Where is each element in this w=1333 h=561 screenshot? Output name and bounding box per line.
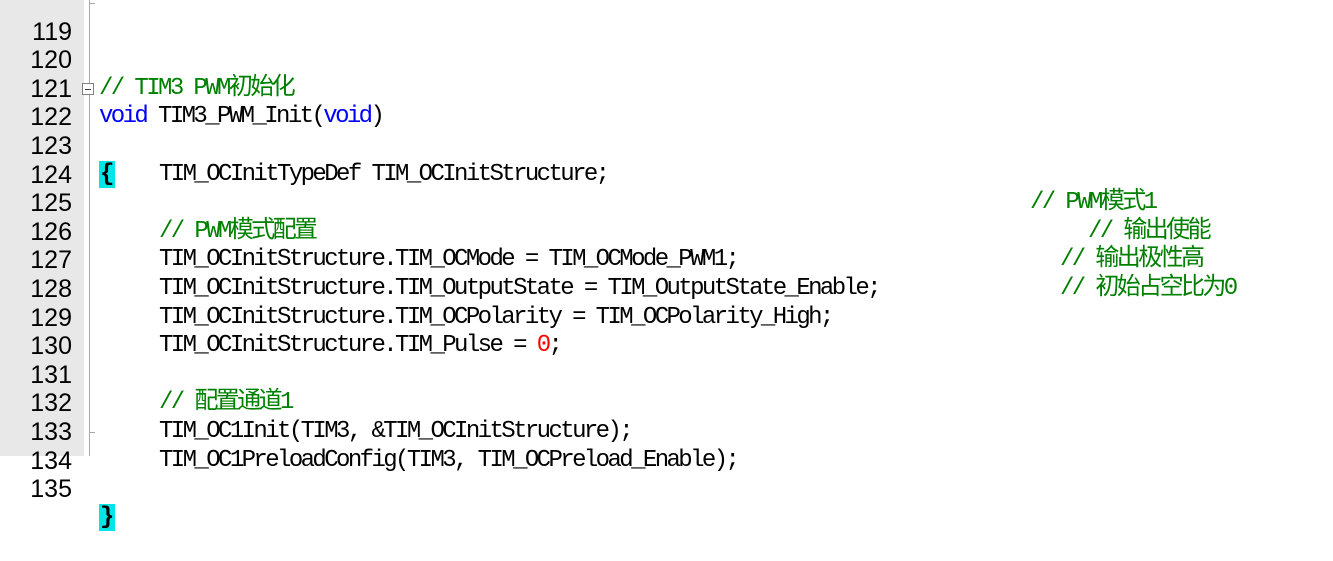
- code-text[interactable]: void TIM3_PWM_Init(void): [99, 103, 385, 132]
- line-number: 120: [30, 46, 72, 75]
- keyword: void: [323, 103, 373, 131]
- line-number: 129: [30, 303, 72, 332]
- line-number: 119: [32, 17, 72, 46]
- code-line: 123 TIM_OCInitTypeDef TIM_OCInitStructur…: [0, 103, 1333, 188]
- code-text[interactable]: }: [99, 503, 116, 533]
- code-line: 119: [0, 0, 1333, 46]
- comment: // PWM模式配置: [159, 217, 318, 245]
- code-text[interactable]: TIM_OC1Init(TIM3, &TIM_OCInitStructure);: [99, 417, 634, 447]
- code-text[interactable]: TIM_OCInitStructure.TIM_OCMode = TIM_OCM…: [99, 246, 740, 275]
- code-line: 133 TIM_OC1PreloadConfig(TIM3, TIM_OCPre…: [0, 389, 1333, 474]
- code-segment: TIM_OC1Init(TIM3, &TIM_OCInitStructure);: [159, 417, 634, 445]
- trailing-comment: // 输出极性高: [1060, 246, 1205, 274]
- trailing-comment: // 输出使能: [1088, 217, 1212, 245]
- line-number: 130: [30, 332, 72, 361]
- fold-end-marker: [89, 3, 95, 4]
- code-text[interactable]: {: [99, 160, 116, 190]
- line-number: 131: [30, 360, 72, 389]
- code-segment: TIM_OCInitStructure.TIM_OCMode = TIM_OCM…: [159, 246, 740, 274]
- code-line: 120 // TIM3 PWM初始化: [0, 18, 1333, 102]
- line-number: 124: [30, 160, 72, 189]
- line-number: 132: [30, 389, 72, 418]
- trailing-comment: // PWM模式1: [1030, 189, 1158, 217]
- code-editor[interactable]: 119 120 // TIM3 PWM初始化 121 void TIM3_PWM…: [0, 0, 1333, 531]
- fold-collapse-icon[interactable]: [82, 82, 94, 95]
- code-line: 131 // 配置通道1: [0, 332, 1333, 417]
- code-text[interactable]: TIM_OCInitStructure.TIM_Pulse = 0;: [99, 332, 563, 361]
- keyword: void: [99, 103, 149, 131]
- line-number: 127: [30, 246, 72, 275]
- code-line: 125 // PWM模式配置: [0, 161, 1333, 245]
- fold-guide-line: [89, 0, 90, 456]
- code-segment: ): [370, 103, 384, 131]
- code-text[interactable]: TIM_OCInitStructure.TIM_OCPolarity = TIM…: [99, 303, 834, 333]
- code-line: 129 TIM_OCInitStructure.TIM_Pulse = 0; /…: [0, 274, 1333, 359]
- code-segment: ;: [548, 332, 563, 360]
- code-line: 124: [0, 132, 1333, 189]
- fold-end-marker: [89, 431, 95, 433]
- line-number: 126: [30, 217, 72, 246]
- code-lines: 119 120 // TIM3 PWM初始化 121 void TIM3_PWM…: [0, 0, 1333, 531]
- number-literal: 0: [536, 332, 551, 360]
- code-line: 127 TIM_OCInitStructure.TIM_OutputState …: [0, 217, 1333, 302]
- line-number: 122: [30, 103, 72, 132]
- code-segment: TIM_OCInitStructure.TIM_OCPolarity = TIM…: [159, 303, 834, 331]
- code-text[interactable]: // 配置通道1: [99, 389, 294, 418]
- comment: // TIM3 PWM初始化: [99, 74, 296, 102]
- line-number: 121: [30, 74, 72, 103]
- code-line: 135: [0, 447, 1333, 503]
- trailing-comment: // 初始占空比为0: [1060, 274, 1238, 302]
- code-text[interactable]: TIM_OCInitStructure.TIM_OutputState = TI…: [99, 274, 882, 304]
- line-number: 133: [30, 417, 72, 446]
- code-segment: TIM_OCInitStructure.TIM_Pulse =: [159, 332, 537, 360]
- line-number: 125: [30, 189, 72, 218]
- code-line: 126 TIM_OCInitStructure.TIM_OCMode = TIM…: [0, 189, 1333, 273]
- code-line: 122 {: [0, 75, 1333, 188]
- comment: // 配置通道1: [159, 389, 294, 417]
- matched-brace: {: [99, 160, 116, 188]
- code-line: 130: [0, 304, 1333, 360]
- code-text[interactable]: TIM_OCInitTypeDef TIM_OCInitStructure;: [99, 160, 610, 190]
- line-number-gutter: [0, 0, 84, 456]
- code-line: 121 void TIM3_PWM_Init(void): [0, 46, 1333, 131]
- code-text[interactable]: // TIM3 PWM初始化: [99, 74, 296, 104]
- line-number: 135: [30, 475, 72, 504]
- line-number: 123: [30, 131, 72, 160]
- code-line: 128 TIM_OCInitStructure.TIM_OCPolarity =…: [0, 246, 1333, 330]
- code-text[interactable]: // PWM模式配置: [99, 217, 318, 247]
- code-segment: TIM3_PWM_Init(: [146, 103, 326, 131]
- code-segment: TIM_OCInitStructure.TIM_OutputState = TI…: [159, 274, 882, 302]
- line-number: 128: [30, 274, 72, 303]
- code-line: 132 TIM_OC1Init(TIM3, &TIM_OCInitStructu…: [0, 361, 1333, 445]
- matched-brace: }: [99, 503, 116, 531]
- code-segment: TIM_OCInitTypeDef TIM_OCInitStructure;: [159, 160, 610, 188]
- code-line: 134 }: [0, 418, 1333, 531]
